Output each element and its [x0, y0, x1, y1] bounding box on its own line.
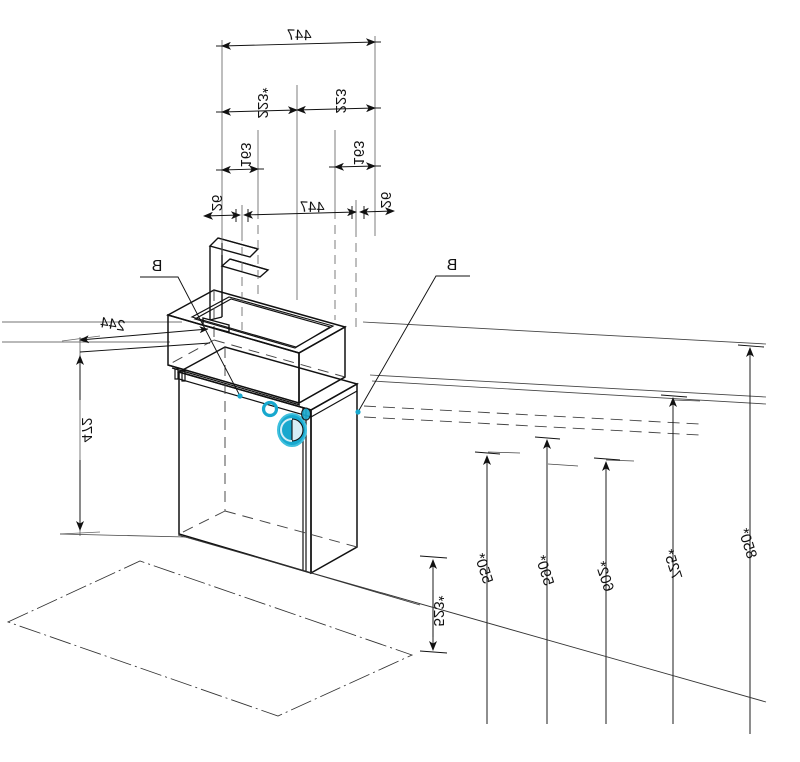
callout-b-right — [355, 275, 470, 415]
top-extension-lines-dashed — [241, 210, 357, 330]
marker-small-oval — [300, 407, 312, 421]
reference-floor-line — [177, 534, 767, 703]
dim-label-602: 602* — [591, 559, 617, 594]
dim-label-447-top: 447 — [286, 27, 312, 45]
dim-550 — [474, 451, 501, 724]
callout-b-left — [140, 276, 243, 399]
dim-label-590: 590* — [531, 553, 557, 588]
dim-label-244: 244 — [99, 314, 126, 335]
dim-label-26-right: 26 — [377, 192, 394, 209]
leader-stubs — [487, 399, 701, 467]
marker-disc — [277, 413, 307, 447]
dim-label-472: 472 — [78, 417, 95, 442]
callout-label-b-right: B — [447, 257, 458, 274]
dim-label-523: 523* — [430, 595, 447, 626]
dim-602 — [593, 457, 621, 724]
dim-label-850: 850* — [734, 526, 760, 561]
cabinet-hidden-edges — [178, 347, 358, 548]
faucet — [202, 237, 270, 333]
basin-bowl-rim — [190, 296, 335, 349]
dim-850 — [737, 344, 765, 734]
dim-label-223-star: 223* — [254, 87, 271, 118]
dim-label-163-left: 163 — [237, 142, 254, 167]
basin-underside — [167, 364, 346, 406]
marker-ring — [261, 400, 279, 418]
dim-label-223: 223 — [332, 88, 349, 113]
callout-label-b-left: B — [152, 258, 163, 275]
dim-244 — [79, 326, 211, 353]
dim-label-550: 550* — [470, 551, 496, 586]
dim-label-163-right: 163 — [350, 140, 367, 165]
dim-447-top — [216, 38, 381, 50]
dim-26-447-row — [203, 206, 395, 222]
floor-outline — [6, 560, 414, 717]
dim-725 — [660, 394, 688, 724]
dim-label-447-low: 447 — [299, 199, 325, 217]
dim-590 — [534, 436, 561, 724]
dim-163-row — [216, 162, 381, 174]
dim-label-725: 725* — [659, 547, 685, 582]
left-floor-line — [59, 533, 186, 538]
dim-label-26-left: 26 — [208, 195, 225, 212]
basin-hidden-edges — [167, 290, 346, 378]
dim-223-row — [216, 104, 381, 116]
dim-523 — [419, 555, 448, 654]
